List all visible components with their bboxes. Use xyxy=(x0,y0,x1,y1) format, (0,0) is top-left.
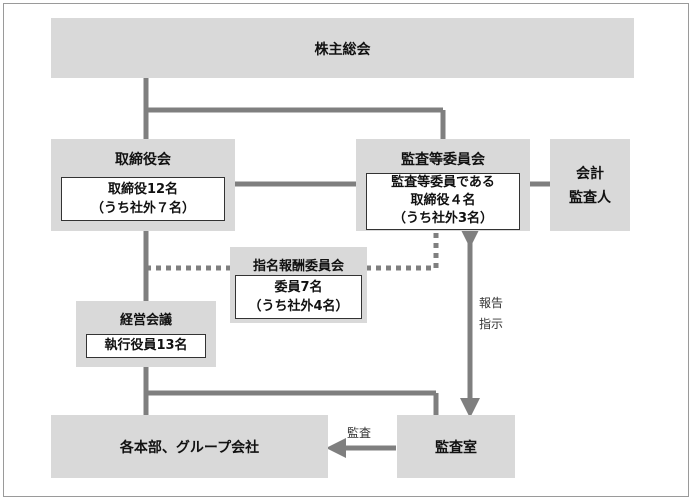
instruct-label: 指示 xyxy=(479,317,504,331)
nomination-committee-members: 委員7名 （うち社外4名） xyxy=(235,275,362,319)
audit-committee-line3: （うち社外3名） xyxy=(392,211,494,226)
management-meeting-box: 経営会議 執行役員13名 xyxy=(76,301,216,367)
board-outside-count: （うち社外７名） xyxy=(90,201,195,216)
audit-office-box: 監査室 xyxy=(397,415,515,478)
accounting-auditor-box: 会計 監査人 xyxy=(550,139,630,231)
audit-committee-members: 監査等委員である 取締役４名 （うち社外3名） xyxy=(366,173,520,230)
divisions-box: 各本部、グループ会社 xyxy=(51,415,328,478)
accounting-auditor-line2: 監査人 xyxy=(569,190,611,206)
audit-committee-line1: 監査等委員である xyxy=(391,175,495,190)
nomination-committee-box: 指名報酬委員会 委員7名 （うち社外4名） xyxy=(230,247,367,323)
audit-committee-line2: 取締役４名 xyxy=(410,193,476,208)
shareholders-meeting-title: 株主総会 xyxy=(314,42,371,58)
management-meeting-title: 経営会議 xyxy=(119,313,172,328)
accounting-auditor-line1: 会計 xyxy=(576,166,604,182)
shareholders-meeting-box: 株主総会 xyxy=(51,18,634,78)
nomination-committee-title: 指名報酬委員会 xyxy=(252,259,344,274)
report-label: 報告 xyxy=(479,296,504,310)
board-members: 取締役12名 （うち社外７名） xyxy=(61,177,225,221)
nomination-committee-outside-count: （うち社外4名） xyxy=(248,299,349,314)
audit-office-title: 監査室 xyxy=(435,440,477,456)
board-box: 取締役会 取締役12名 （うち社外７名） xyxy=(51,139,235,231)
board-title: 取締役会 xyxy=(115,152,171,168)
executive-officers: 執行役員13名 xyxy=(86,334,206,358)
audit-committee-title: 監査等委員会 xyxy=(401,152,485,168)
audit-label: 監査 xyxy=(347,426,372,440)
audit-committee-box: 監査等委員会 監査等委員である 取締役４名 （うち社外3名） xyxy=(356,139,530,231)
divisions-title: 各本部、グループ会社 xyxy=(119,440,260,456)
board-count: 取締役12名 xyxy=(107,182,179,197)
nomination-committee-count: 委員7名 xyxy=(274,280,323,295)
executive-officers-count: 執行役員13名 xyxy=(104,338,188,353)
